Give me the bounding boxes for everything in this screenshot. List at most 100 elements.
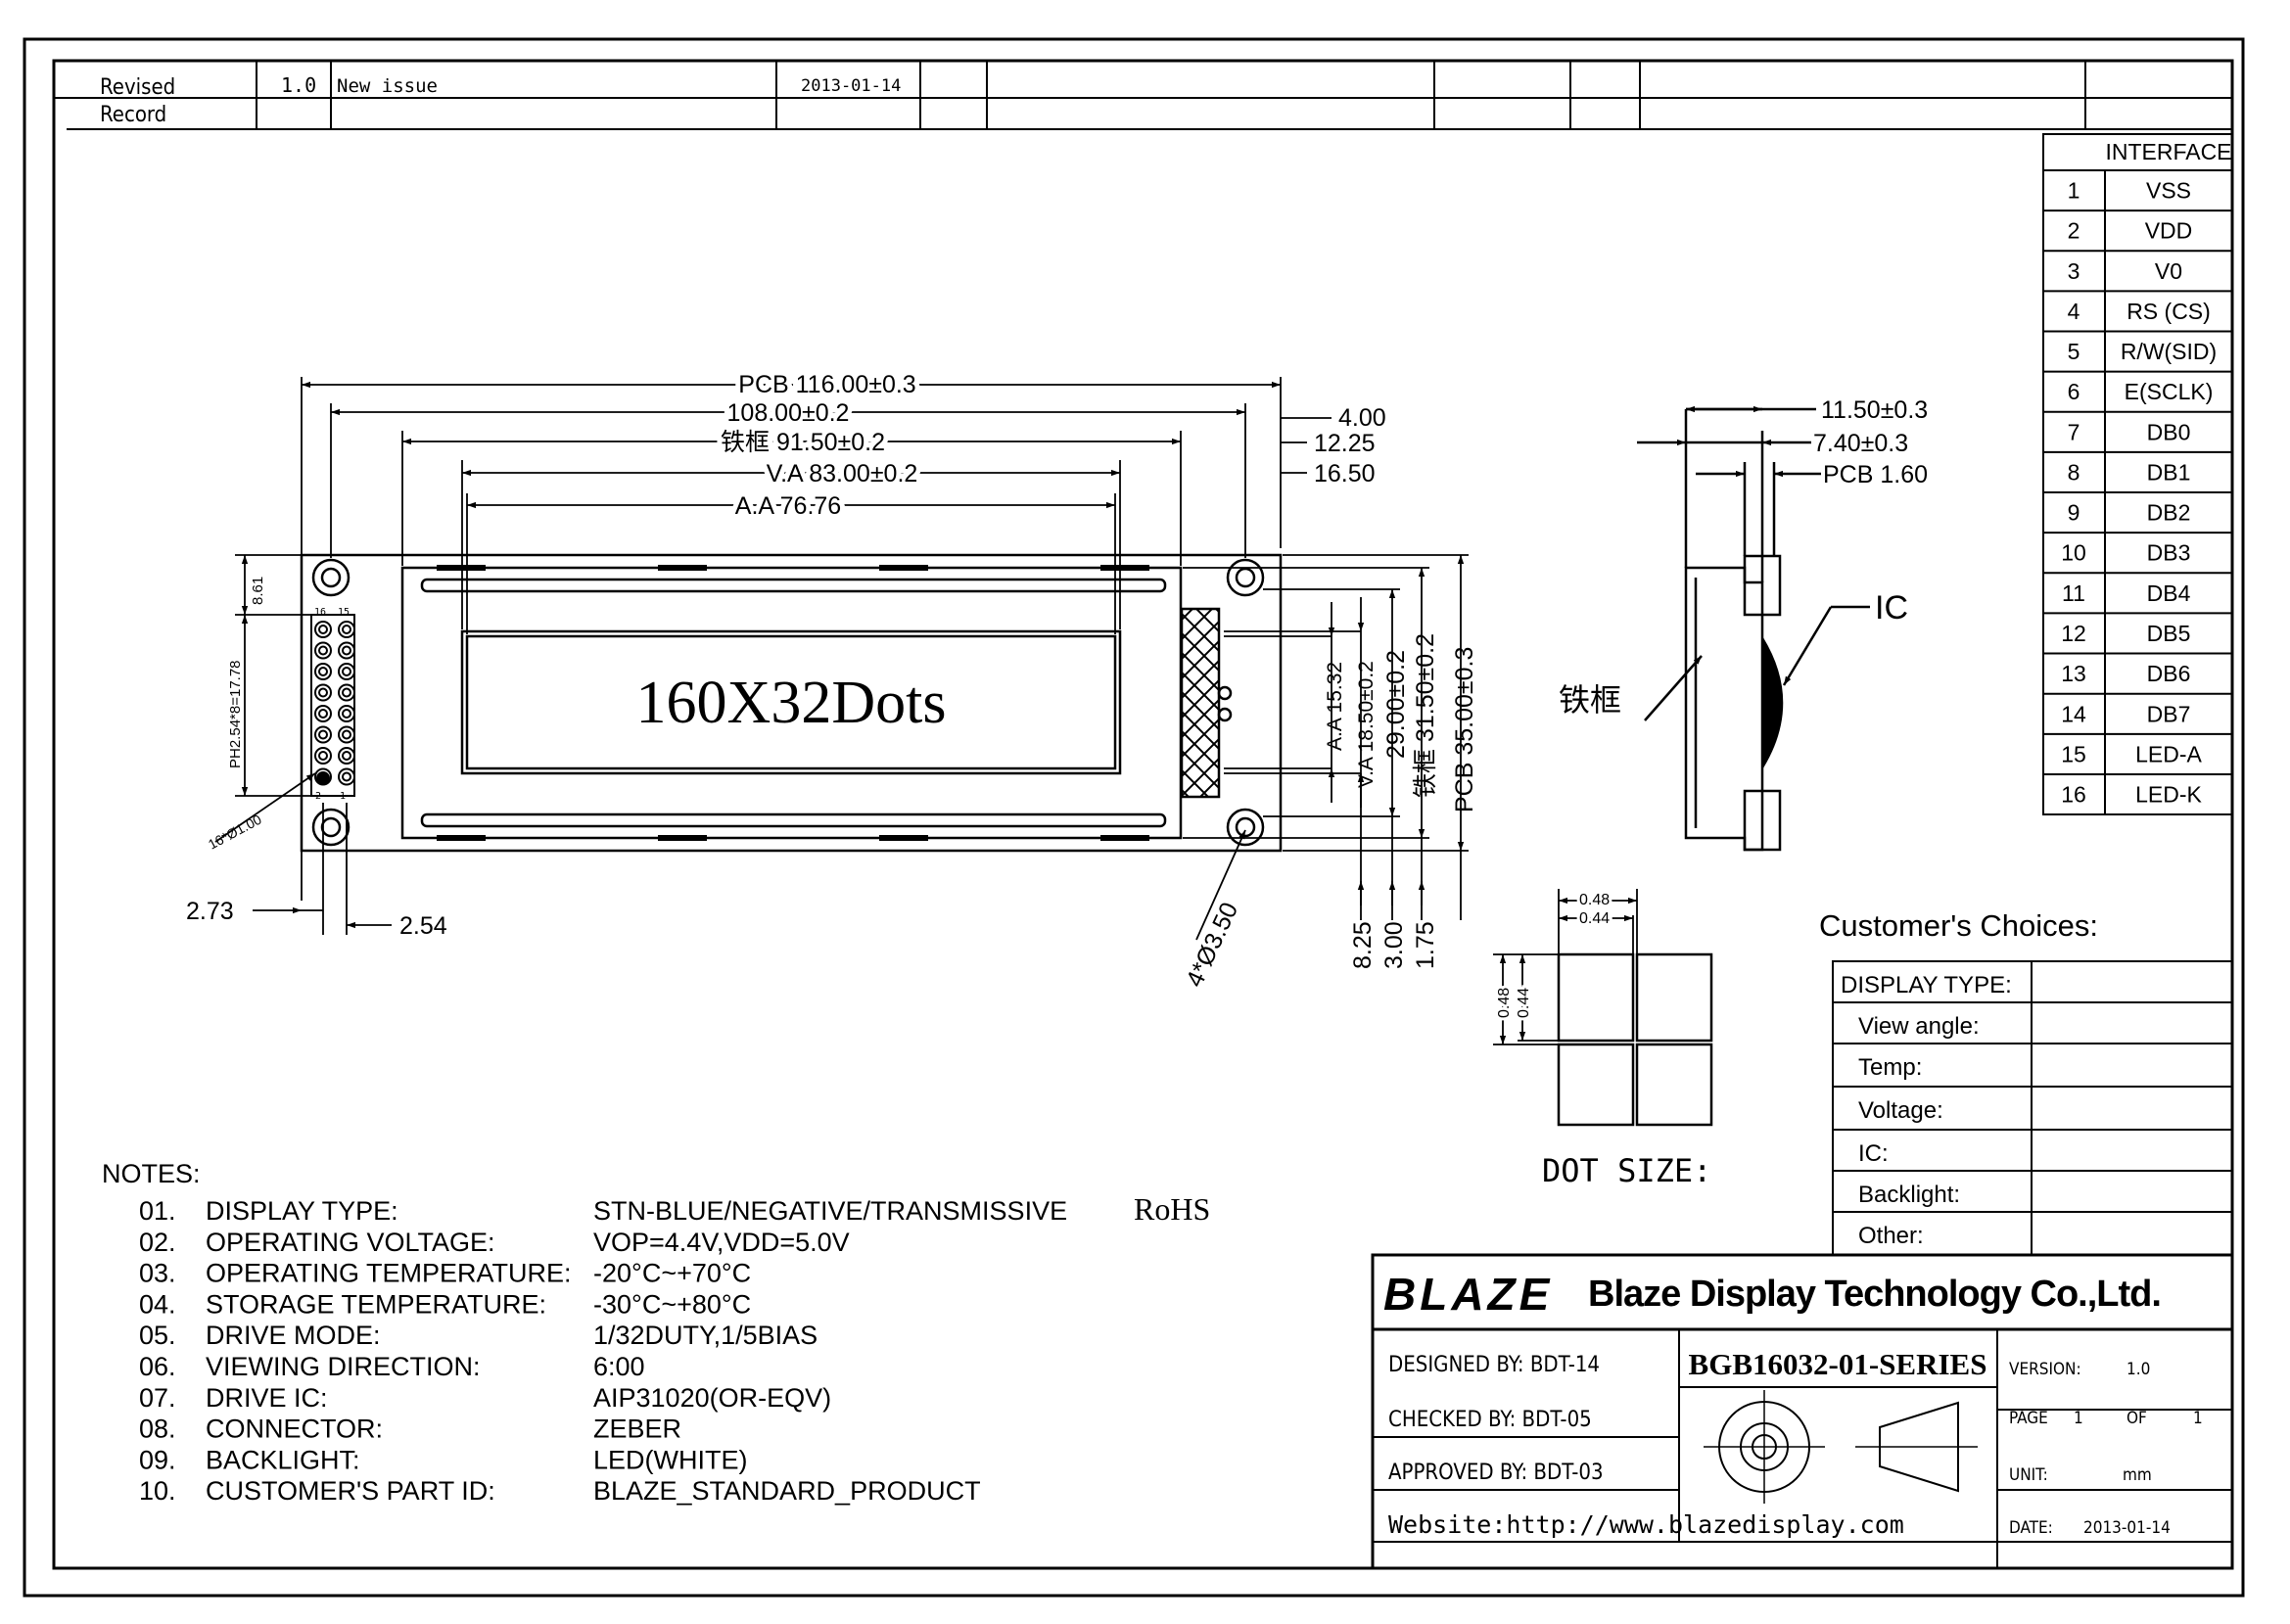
pin-hole [342, 667, 351, 676]
pin-pad [314, 641, 332, 660]
dim-pcb-width: PCB 116.00±0.3 [738, 371, 915, 398]
date-label: DATE: [2009, 1518, 2053, 1538]
note-key: DRIVE MODE: [206, 1321, 381, 1350]
revision-label-2: Record [100, 103, 166, 127]
pin-pad [314, 747, 332, 765]
dim-left-273: 2.73 [186, 898, 234, 925]
pin-number: 16 [2061, 782, 2086, 808]
pin-pad [338, 683, 355, 702]
dim-108: 108.00±0.2 [727, 399, 850, 427]
hole-leader [1195, 829, 1246, 941]
ic-label: IC [1875, 589, 1908, 626]
note-key: VIEWING DIRECTION: [206, 1352, 481, 1381]
note-key: OPERATING TEMPERATURE: [206, 1259, 572, 1288]
pin-number: 12 [2061, 621, 2086, 646]
pin-pad [314, 705, 332, 722]
note-key: BACKLIGHT: [206, 1445, 360, 1474]
note-number: 06. [139, 1352, 176, 1381]
pin-number: 6 [2068, 379, 2080, 404]
choice-label: View angle: [1858, 1013, 1980, 1040]
pin-1-marker [316, 771, 330, 785]
pin-name: R/W(SID) [2121, 339, 2217, 364]
note-number: 10. [139, 1476, 176, 1506]
note-key: DISPLAY TYPE: [206, 1196, 398, 1226]
notes-list: 01.DISPLAY TYPE:STN-BLUE/NEGATIVE/TRANSM… [139, 1191, 1210, 1506]
pin-2-label: 2 [315, 791, 321, 802]
pin-hole [342, 645, 351, 656]
note-value: 1/32DUTY,1/5BIAS [593, 1321, 818, 1350]
pin-number: 2 [2068, 218, 2080, 244]
choices-table: DISPLAY TYPE:View angle:Temp:Voltage:IC:… [1832, 960, 2233, 1256]
dot-size-diagram [1493, 889, 1713, 1127]
dot-d3: 0.48 [1496, 988, 1513, 1018]
dim-aa-height: A.A 15.32 [1324, 662, 1346, 751]
pin-pad [338, 663, 355, 680]
pin-pad [338, 705, 355, 722]
side-bezel-label: 铁框 [1559, 682, 1621, 718]
checked-by: CHECKED BY: BDT-05 [1388, 1408, 1592, 1432]
pin-name: DB6 [2147, 661, 2191, 686]
choice-label: Other: [1858, 1223, 1924, 1249]
dim-right-12: 12.25 [1314, 430, 1376, 457]
side-view [1637, 405, 1870, 852]
pin-hole [318, 729, 328, 740]
pin-hole [318, 667, 328, 676]
note-key: DRIVE IC: [206, 1383, 328, 1413]
pin-number: 9 [2068, 500, 2080, 526]
choice-label: Voltage: [1858, 1097, 1943, 1124]
mount-hole [311, 558, 351, 597]
dim-bezel-height: 铁框 31.50±0.2 [1412, 633, 1439, 798]
note-number: 02. [139, 1228, 176, 1257]
pin-name: DB1 [2147, 459, 2191, 485]
aa-window [465, 634, 1117, 770]
pin-header [310, 614, 355, 797]
note-value: VOP=4.4V,VDD=5.0V [593, 1228, 850, 1257]
dim-right-16: 16.50 [1314, 460, 1376, 487]
pin-number: 13 [2061, 661, 2086, 686]
pin-name: DB4 [2147, 580, 2191, 606]
unit-value: mm [2123, 1465, 2152, 1485]
pin-number: 5 [2068, 339, 2080, 364]
note-number: 03. [139, 1259, 176, 1288]
outer-border [23, 37, 2245, 1598]
pin-pad [338, 621, 355, 638]
dot-d1: 0.48 [1579, 892, 1610, 908]
dim-aa-width: A.A 76.76 [735, 492, 841, 520]
revision-description: New issue [337, 75, 438, 97]
note-key: STORAGE TEMPERATURE: [206, 1289, 546, 1319]
interface-title: INTERFACE [2105, 139, 2231, 164]
pin-1-label: 1 [340, 791, 346, 802]
dot-d4: 0.44 [1516, 988, 1532, 1018]
note-value: 6:00 [593, 1352, 645, 1381]
notes-title: NOTES: [102, 1159, 201, 1188]
dim-bottom-300: 3.00 [1380, 921, 1408, 969]
revision-table [54, 61, 2232, 130]
unit-label: UNIT: [2009, 1465, 2048, 1485]
pin-hole [318, 645, 328, 656]
pin-16-label: 16 [314, 607, 326, 618]
page-value: 1 [2074, 1409, 2083, 1428]
approved-by: APPROVED BY: BDT-03 [1388, 1461, 1604, 1485]
dim-hole: 4*Ø3.50 [1181, 899, 1243, 992]
pin-number: 3 [2068, 258, 2080, 284]
display-text: 160X32Dots [636, 670, 947, 736]
pin-number: 8 [2068, 459, 2080, 485]
note-value: -30°C~+80°C [593, 1289, 751, 1319]
dim-side-740: 7.40±0.3 [1813, 430, 1908, 457]
pin-number: 1 [2068, 178, 2080, 204]
pages-value: 1 [2193, 1409, 2203, 1428]
dim-pitch: PH2.54*8=17.78 [227, 660, 244, 768]
dim-pin-top: 8.61 [250, 577, 266, 605]
pin-header-outline [310, 614, 355, 797]
dim-bottom-175: 1.75 [1412, 921, 1439, 969]
website-link[interactable]: Website:http://www.blazedisplay.com [1388, 1510, 1904, 1539]
revision-label-1: Revised [100, 75, 175, 100]
pin-name: DB2 [2147, 500, 2191, 526]
pin-hole [342, 771, 351, 782]
pin-name: LED-A [2135, 741, 2202, 766]
zebra-connector [1180, 607, 1221, 799]
note-number: 08. [139, 1415, 176, 1444]
note-value: STN-BLUE/NEGATIVE/TRANSMISSIVE [593, 1196, 1067, 1226]
